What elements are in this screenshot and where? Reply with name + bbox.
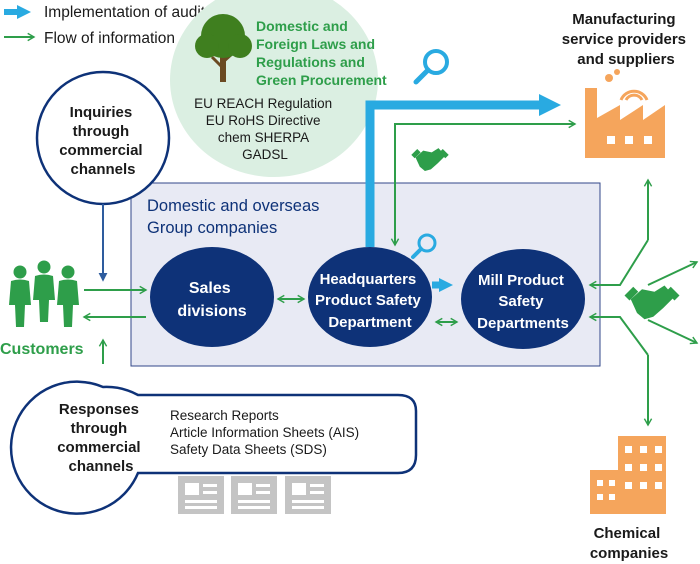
manufacturing-label: Manufacturing service providers and supp… xyxy=(562,11,690,68)
svg-text:Headquarters Product Saf: Headquarters Product Safety Department xyxy=(315,271,425,331)
sales-divisions-node: Sales divisions xyxy=(150,247,274,347)
magnifier-icon-audit xyxy=(413,49,449,85)
chemical-label: Chemical companies xyxy=(590,525,668,562)
handshake-icon-small xyxy=(411,148,449,172)
legend-audit-label: Implementation of audit xyxy=(44,4,206,21)
document-icon-3 xyxy=(285,476,331,514)
inquiries-circle: Inquiries through commercial channels xyxy=(35,70,171,206)
mill-chemical-info-arrow xyxy=(588,312,649,356)
legend-info-label: Flow of information xyxy=(44,30,175,47)
document-icon-2 xyxy=(231,476,277,514)
handshake-icon-large xyxy=(624,285,680,320)
hq-product-safety-node: Headquarters Product Safety Department xyxy=(308,247,432,347)
document-icon-1 xyxy=(178,476,224,514)
legend: Implementation of audit Flow of informat… xyxy=(4,4,206,47)
manufacturing-hq-info-arrow xyxy=(390,119,577,247)
laws-title: Domestic and Foreign Laws and Regulation… xyxy=(256,18,387,88)
right-edge-arrow-top xyxy=(647,260,699,286)
magnifier-icon-hq xyxy=(411,233,437,259)
group-companies-title: Domestic and overseas Group companies xyxy=(147,197,324,237)
laws-regulations-bubble: Domestic and Foreign Laws and Regulation… xyxy=(170,0,387,177)
factory-icon xyxy=(585,69,665,158)
svg-text:Mill Product Safety: Mill Product Safety Departments xyxy=(477,272,569,332)
mill-manufacturing-info-arrow xyxy=(588,239,649,290)
customers-icon xyxy=(9,260,79,327)
tree-icon xyxy=(195,14,252,82)
right-edge-arrow-bottom xyxy=(647,319,699,345)
chemical-building-icon xyxy=(590,436,666,514)
customers-label: Customers xyxy=(0,341,84,358)
responses-group: Responses through commercial channels Re… xyxy=(9,380,418,515)
inquiries-label: Inquiries through commercial channels xyxy=(59,104,147,178)
laws-items: EU REACH Regulation EU RoHS Directive ch… xyxy=(194,96,336,162)
responses-label: Responses through commercial channels xyxy=(57,401,145,475)
mill-product-safety-node: Mill Product Safety Departments xyxy=(461,249,585,349)
hq-to-manufacturing-audit-arrow xyxy=(365,94,561,247)
svg-text:Sales divisions: Sales divisions xyxy=(177,280,246,320)
documents-list: Research Reports Article Information She… xyxy=(170,408,363,457)
